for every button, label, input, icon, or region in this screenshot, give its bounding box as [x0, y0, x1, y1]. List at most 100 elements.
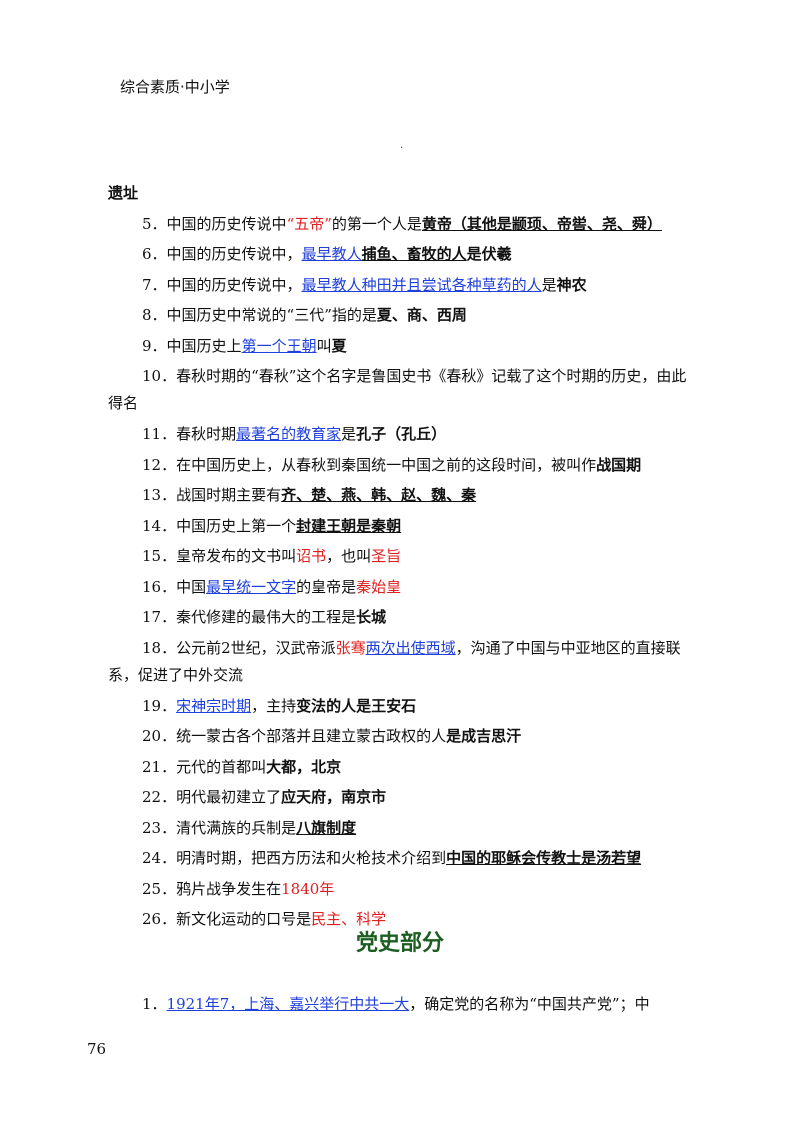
list-item: 24．明清时期，把西方历法和火枪技术介绍到中国的耶稣会传教士是汤若望 — [108, 843, 698, 874]
item-text: 中国的历史传说中 — [166, 214, 287, 233]
item-number: 16． — [142, 577, 177, 596]
item-link[interactable]: 最早统一文字 — [206, 577, 297, 596]
item-link[interactable]: 宋神宗时期 — [176, 696, 252, 715]
item-bold: 孔子（孔丘） — [356, 425, 447, 443]
item-bold: 应天府，南京市 — [281, 788, 387, 806]
list-item: 16．中国最早统一文字的皇帝是秦始皇 — [108, 572, 698, 603]
item-number: 7． — [142, 275, 167, 294]
item-red-text: 圣旨 — [371, 547, 402, 565]
item-red-text: 诏书 — [296, 547, 327, 565]
item-number: 23． — [142, 818, 177, 837]
list-item: 13．战国时期主要有齐、楚、燕、韩、赵、魏、秦 — [108, 480, 698, 511]
list-item: 14．中国历史上第一个封建王朝是秦朝 — [108, 511, 698, 542]
item-red-text: “五帝” — [286, 214, 332, 233]
item-number: 24． — [142, 849, 177, 867]
item-link[interactable]: 最早教人种田并且尝试各种草药的人 — [301, 275, 542, 294]
list-item: 18．公元前2世纪，汉武帝派张骞两次出使西域，沟通了中国与中亚地区的直接联系，促… — [108, 633, 698, 691]
item-bold: 夏 — [331, 336, 347, 355]
item-text: 的第一个人是 — [331, 214, 422, 233]
item-number: 8． — [142, 306, 167, 324]
item-text: 中国 — [176, 577, 207, 596]
list-item: 10．春秋时期的“春秋”这个名字是鲁国史书《春秋》记载了这个时期的历史，由此得名 — [108, 361, 698, 419]
item-number: 26． — [142, 910, 177, 928]
item-number: 22． — [142, 788, 177, 806]
item-number: 9． — [142, 336, 167, 355]
item-text: 明清时期，把西方历法和火枪技术介绍到 — [176, 849, 447, 867]
item-bold-underline: 封建王朝是秦朝 — [296, 516, 402, 535]
item-number: 17． — [142, 608, 177, 626]
item-text: ，沟通了中国与中亚地区的直接联系，促进了中外交流 — [108, 638, 681, 684]
item-bold: 神农 — [556, 275, 587, 294]
item-number: 5． — [142, 214, 167, 233]
section-title: 党史部分 — [355, 931, 444, 956]
item-text: 中国的历史传说中， — [166, 245, 302, 263]
item-text: 中国的历史传说中， — [166, 275, 302, 294]
list-item: 22．明代最初建立了应天府，南京市 — [108, 782, 698, 813]
item-text: 明代最初建立了 — [176, 788, 282, 806]
item-bold: 是成吉思汗 — [446, 727, 522, 745]
item-text: 皇帝发布的文书叫 — [176, 547, 297, 565]
item-text: 统一蒙古各个部落并且建立蒙古政权的人 — [176, 727, 447, 745]
item-text: 叫 — [316, 336, 332, 355]
item-link[interactable]: 最著名的教育家 — [236, 425, 342, 443]
heading-remnant: 遗址 — [108, 184, 139, 202]
item-text: 的皇帝是 — [296, 577, 357, 596]
item-text: 中国历史上 — [166, 336, 242, 355]
list-item: 21．元代的首都叫大都，北京 — [108, 752, 698, 783]
item-number: 18． — [142, 638, 177, 657]
list-item: 15．皇帝发布的文书叫诏书，也叫圣旨 — [108, 541, 698, 572]
item-text: 秦代修建的最伟大的工程是 — [176, 608, 357, 626]
item-bold: 长城 — [356, 608, 387, 626]
item-text: 战国时期主要有 — [176, 486, 282, 504]
list-item: 1．1921年7，上海、嘉兴举行中共一大，确定党的名称为“中国共产党”；中 — [142, 990, 650, 1018]
list-item: 17．秦代修建的最伟大的工程是长城 — [108, 602, 698, 633]
list-item: 7．中国的历史传说中，最早教人种田并且尝试各种草药的人是神农 — [108, 270, 698, 301]
item-bold-underline: 中国的耶稣会传教士是汤若望 — [446, 849, 642, 867]
item-text: 新文化运动的口号是 — [176, 910, 312, 928]
item-text: 鸦片战争发生在 — [176, 879, 282, 898]
item-link[interactable]: 第一个王朝 — [241, 336, 317, 355]
item-link[interactable]: 最早教人 — [301, 245, 362, 263]
item-red-text: 民主、科学 — [311, 910, 387, 928]
item-red-text: 张骞 — [335, 638, 366, 657]
item-text: 春秋时期的“春秋”这个名字是鲁国史书《春秋》记载了这个时期的历史，由此得名 — [108, 367, 687, 412]
item-text: ，也叫 — [326, 547, 372, 565]
item-text: 元代的首都叫 — [176, 757, 267, 776]
item-bold: 战国期 — [596, 455, 642, 474]
list-item: 26．新文化运动的口号是民主、科学 — [108, 904, 698, 935]
list-item: 6．中国的历史传说中，最早教人捕鱼、畜牧的人是伏羲 — [108, 239, 698, 270]
item-number: 20． — [142, 727, 177, 745]
item-text: 中国历史上第一个 — [176, 516, 297, 535]
page-header: 综合素质·中小学 — [120, 78, 230, 96]
list-item: 8．中国历史中常说的“三代”指的是夏、商、西周 — [108, 300, 698, 331]
item-link[interactable]: 1921年7，上海、嘉兴举行中共一大 — [166, 995, 410, 1013]
document-body: 遗址 5．中国的历史传说中“五帝”的第一个人是黄帝（其他是颛顼、帝喾、尧、舜） … — [108, 178, 698, 935]
list-item: 11．春秋时期最著名的教育家是孔子（孔丘） — [108, 419, 698, 450]
list-item: 5．中国的历史传说中“五帝”的第一个人是黄帝（其他是颛顼、帝喾、尧、舜） — [108, 209, 698, 240]
item-number: 13． — [142, 486, 177, 504]
item-number: 25． — [142, 879, 177, 898]
item-number: 10． — [142, 367, 177, 385]
page-number: 76 — [87, 1040, 107, 1058]
item-bold: 夏、商、西周 — [376, 306, 467, 324]
list-item: 25．鸦片战争发生在1840年 — [108, 874, 698, 905]
item-link[interactable]: 两次出使西域 — [365, 638, 456, 657]
item-bold-underline: 齐、楚、燕、韩、赵、魏、秦 — [281, 486, 477, 504]
item-text: ，主持 — [251, 696, 297, 715]
item-red-text: 1840年 — [281, 879, 335, 898]
item-number: 15． — [142, 547, 177, 565]
item-text: 中国历史中常说的“三代”指的是 — [166, 306, 377, 324]
item-bold: 变法的人是王安石 — [296, 696, 417, 715]
item-bold-underline: 八旗制度 — [296, 818, 357, 837]
item-number: 6． — [142, 245, 167, 263]
item-text: 春秋时期 — [176, 425, 237, 443]
item-bold-underline: 捕鱼、畜牧的人 — [361, 245, 467, 263]
item-number: 19． — [142, 696, 177, 715]
list-item: 12．在中国历史上，从春秋到秦国统一中国之前的这段时间，被叫作战国期 — [108, 450, 698, 481]
item-number: 12． — [142, 455, 177, 474]
list-item: 9．中国历史上第一个王朝叫夏 — [108, 331, 698, 362]
item-text: ，确定党的名称为“中国共产党”；中 — [409, 995, 650, 1013]
item-number: 14． — [142, 516, 177, 535]
center-dot: . — [400, 140, 404, 151]
list-item: 20．统一蒙古各个部落并且建立蒙古政权的人是成吉思汗 — [108, 721, 698, 752]
